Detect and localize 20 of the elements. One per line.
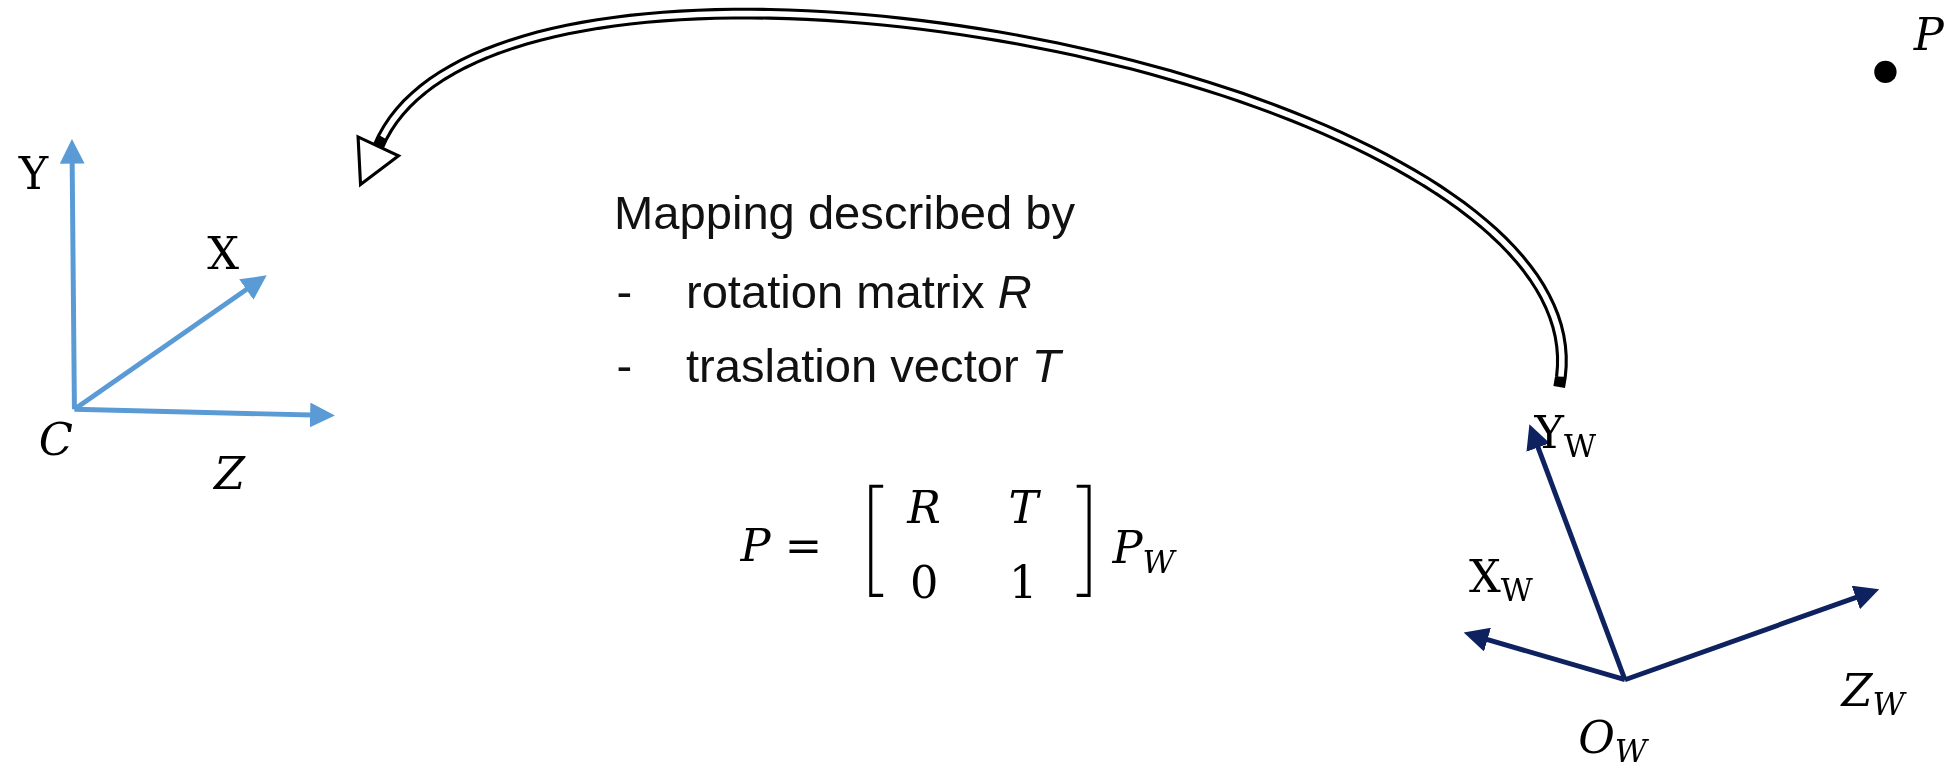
equation-text: P = <box>740 523 823 569</box>
description-text: rotation matrix R <box>685 267 1032 316</box>
equation-text: P$_{W}$ <box>1112 526 1175 578</box>
axis-label: X$_{W}$ <box>1468 554 1533 607</box>
origin-label: O$_{W}$ <box>1578 715 1647 768</box>
origin-label: C <box>38 418 73 463</box>
bullet-dash: - <box>616 342 633 390</box>
matrix-entry: R <box>907 486 941 531</box>
axis-label: X <box>207 231 240 277</box>
matrix-entry: 0 <box>909 560 939 606</box>
curved-arrow <box>356 7 1568 388</box>
matrix-entry: T <box>1008 486 1039 531</box>
axis-label: Z <box>213 451 245 497</box>
description-text: Mapping described by <box>614 189 1076 237</box>
axis-label: Y$_{W}$ <box>1534 410 1597 463</box>
bullet-dash: - <box>616 267 633 316</box>
axis-label: Y <box>18 151 49 196</box>
matrix-entry: 1 <box>1009 560 1038 606</box>
axis-label: Z$_{W}$ <box>1841 668 1905 721</box>
point-label: P <box>1913 12 1944 58</box>
